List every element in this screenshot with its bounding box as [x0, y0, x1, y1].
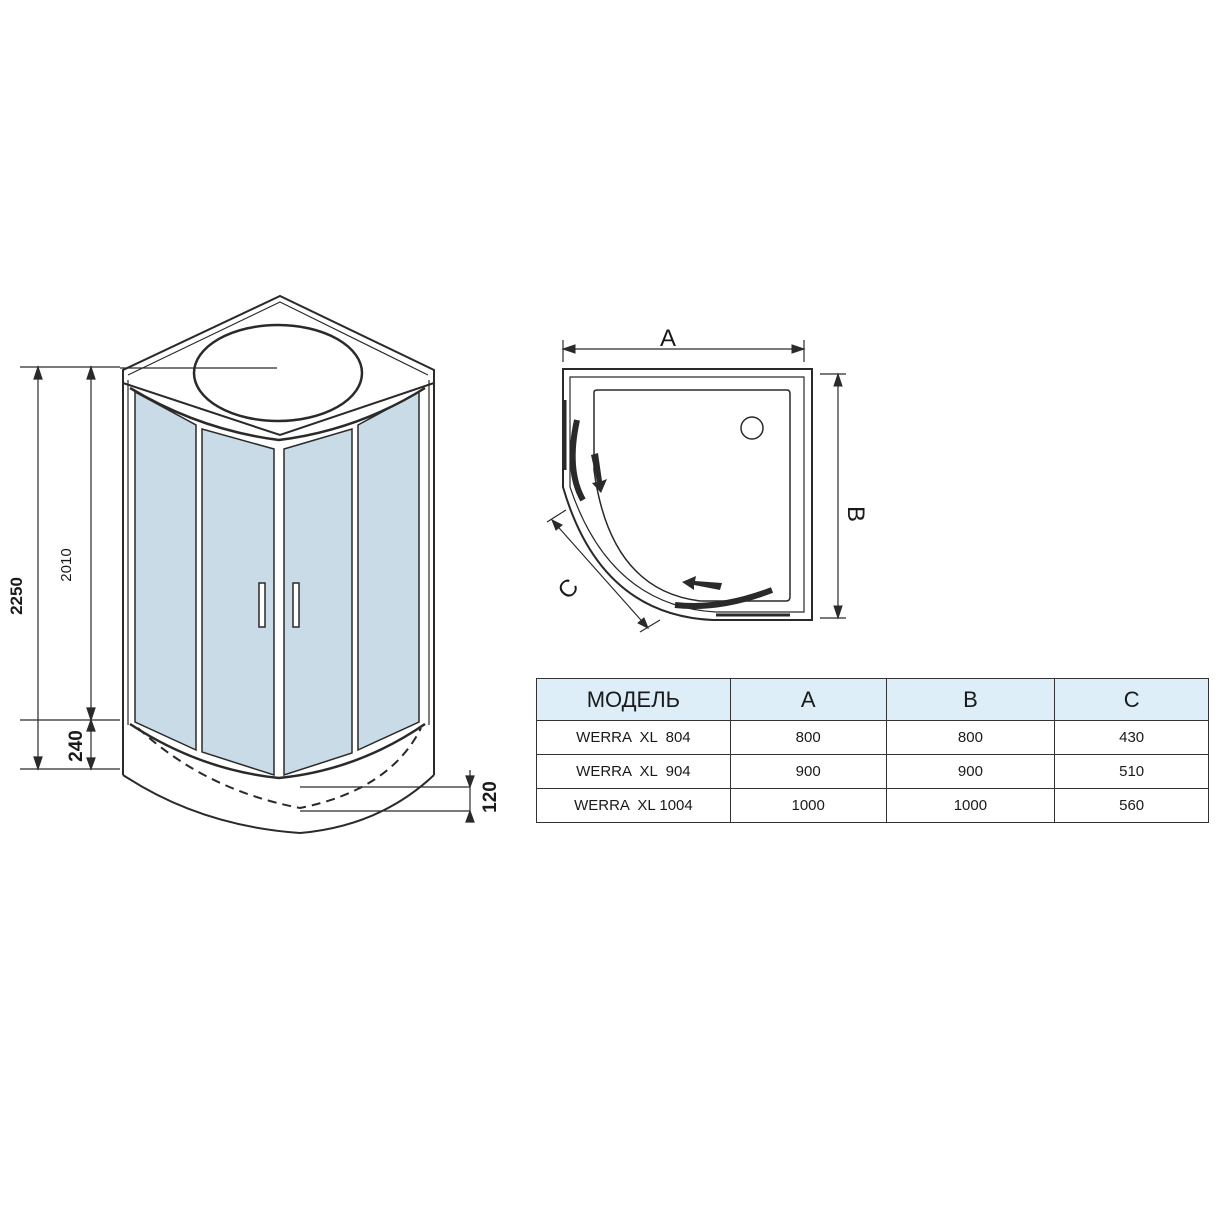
dim-cabin-height: 2010: [58, 548, 75, 581]
plan-label-c: C: [553, 574, 585, 605]
dim-total-height: 2250: [7, 577, 26, 615]
header-a: A: [729, 678, 887, 721]
dim-tray-depth: 120: [480, 781, 501, 813]
plan-label-b: B: [842, 506, 869, 522]
header-c: C: [1054, 678, 1209, 721]
cell-c: 430: [1054, 720, 1209, 755]
door-handle-right: [292, 582, 300, 628]
plan-view: [546, 340, 846, 633]
cabin-elevation: [120, 294, 470, 835]
table-row: WERRA XL 804 800 800 430: [536, 720, 1209, 755]
cell-b: 900: [885, 754, 1056, 789]
table-row: WERRA XL 904 900 900 510: [536, 754, 1209, 789]
cell-a: 1000: [729, 788, 887, 823]
cell-a: 900: [729, 754, 887, 789]
cell-c: 560: [1054, 788, 1209, 823]
plan-label-a: A: [660, 325, 676, 352]
glass-panel-right-side: [357, 390, 420, 752]
spec-table: МОДЕЛЬ A B C WERRA XL 804 800 800 430 WE…: [536, 678, 1209, 823]
cell-c: 510: [1054, 754, 1209, 789]
header-model: МОДЕЛЬ: [536, 678, 731, 721]
table-header-row: МОДЕЛЬ A B C: [536, 678, 1209, 721]
shower-tray: [122, 774, 435, 835]
door-handle-left: [258, 582, 266, 628]
cell-model: WERRA XL 804: [536, 720, 731, 755]
glass-panel-left-side: [134, 390, 197, 752]
cell-model: WERRA XL 1004: [536, 788, 731, 823]
cell-b: 1000: [885, 788, 1056, 823]
table-row: WERRA XL 1004 1000 1000 560: [536, 788, 1209, 823]
drain-icon: [740, 416, 764, 440]
glass-panel-right-door: [283, 427, 353, 777]
cell-model: WERRA XL 904: [536, 754, 731, 789]
glass-panel-left-door: [201, 428, 275, 777]
cell-b: 800: [885, 720, 1056, 755]
door-arrow-bottom: [682, 576, 722, 590]
header-b: B: [885, 678, 1056, 721]
height-dimensions: [20, 365, 475, 823]
tray-outline: [562, 368, 813, 621]
door-arrow-left: [591, 453, 607, 493]
roof-light: [192, 323, 364, 423]
dim-tray-height: 240: [66, 730, 87, 762]
cell-a: 800: [729, 720, 887, 755]
